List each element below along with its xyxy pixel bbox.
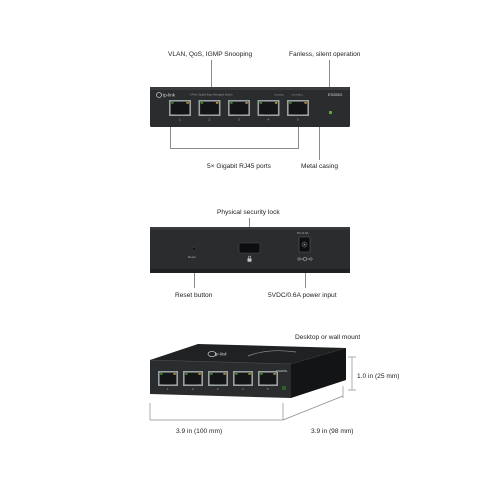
polarity-icon — [297, 256, 313, 262]
iso-led-green-3 — [210, 373, 213, 375]
reset-text: Reset — [188, 255, 196, 259]
casing-callout: Metal casing — [301, 163, 339, 170]
front-switch-image: tp-link 5-Port Gigabit Easy Managed Swit… — [150, 87, 350, 127]
front-port-number-1: 1 — [179, 118, 181, 122]
iso-port-number-3: 3 — [217, 387, 219, 391]
iso-port-4: 4 — [233, 371, 253, 391]
lock-icon — [247, 255, 252, 262]
front-port-3: 3 — [228, 100, 250, 122]
height-dimension: 1.0 in (25 mm) — [357, 373, 400, 380]
iso-port-3: 3 — [208, 371, 228, 391]
tp-link-logo: tp-link — [156, 92, 176, 98]
callout-line-power — [305, 262, 306, 288]
iso-led-green-2 — [185, 373, 188, 375]
security-lock-slot — [238, 242, 261, 254]
iso-port-number-5: 5 — [267, 387, 269, 391]
front-port-2: 2 — [198, 100, 221, 122]
callout-line-vlan — [211, 60, 212, 88]
front-led-green-4 — [259, 102, 263, 104]
iso-led-amber-4 — [248, 373, 251, 375]
iso-swoosh — [247, 350, 297, 357]
reset-hole — [192, 247, 197, 252]
callout-line-ports-right — [298, 121, 299, 148]
front-led-green-5 — [289, 102, 292, 104]
iso-side-face — [291, 348, 346, 398]
power-led — [329, 111, 332, 114]
front-port-4: 4 — [257, 100, 280, 122]
front-led-green-2 — [200, 102, 204, 104]
front-panel-text: 5-Port Gigabit Easy Managed Switch — [190, 93, 233, 97]
iso-port-number-2: 2 — [192, 387, 194, 391]
iso-port-number-4: 4 — [242, 387, 244, 391]
lock-callout: Physical security lock — [217, 209, 280, 216]
iso-led-amber-5 — [273, 373, 276, 375]
power-rating-text: 5V⎓0.6A — [297, 231, 309, 235]
front-led-amber-1 — [186, 102, 189, 104]
reset-callout: Reset button — [175, 292, 213, 299]
front-led-amber-4 — [274, 102, 278, 104]
mount-callout: Desktop or wall mount — [295, 334, 361, 341]
power-callout: 5VDC/0.6A power input — [268, 292, 337, 299]
front-port-5: 5 — [287, 100, 309, 122]
front-port-number-5: 5 — [297, 118, 299, 122]
iso-tp-link-logo: tp-link — [207, 351, 228, 357]
depth-dimension: 3.9 in (98 mm) — [311, 428, 354, 435]
iso-top-face — [150, 344, 346, 364]
iso-led-amber-1 — [173, 373, 176, 375]
front-led-green-1 — [171, 102, 174, 104]
iso-port-number-1: 1 — [167, 387, 169, 391]
ports-callout: 5× Gigabit RJ45 ports — [207, 163, 271, 170]
front-port-number-3: 3 — [238, 118, 240, 122]
iso-led-green-1 — [160, 373, 163, 375]
front-port-1: 1 — [169, 100, 191, 122]
iso-switch-image: tp-link ES205G 1 2 3 4 5 — [149, 344, 346, 398]
iso-led-amber-2 — [198, 373, 201, 375]
iso-led-green-4 — [235, 373, 238, 375]
front-led-amber-2 — [215, 102, 219, 104]
callout-line-ports-left — [170, 121, 171, 148]
iso-power-led — [282, 386, 286, 390]
vlan-qos-callout: VLAN, QoS, IGMP Snooping — [168, 51, 253, 58]
led-label-10-100: 10/100Mbps — [291, 95, 304, 97]
rear-switch-image: Reset 5V⎓0.6A — [150, 227, 350, 273]
front-led-amber-3 — [245, 102, 248, 104]
front-led-amber-5 — [304, 102, 307, 104]
front-port-number-2: 2 — [209, 118, 211, 122]
led-label-1000: 1000Mbps — [274, 95, 285, 97]
iso-led-amber-3 — [223, 373, 226, 375]
front-model-label: ES205G — [328, 93, 342, 97]
fanless-callout: Fanless, silent operation — [289, 51, 361, 58]
width-dimension: 3.9 in (100 mm) — [176, 428, 223, 435]
callout-line-ports-bottom — [170, 148, 299, 149]
front-led-green-3 — [230, 102, 233, 104]
svg-text:tp-link: tp-link — [163, 93, 176, 98]
iso-model-label: ES205G — [276, 369, 288, 373]
iso-led-green-5 — [260, 373, 263, 375]
svg-text:tp-link: tp-link — [214, 352, 228, 357]
callout-line-casing-v — [319, 117, 320, 160]
iso-port-5: 5 — [258, 371, 278, 391]
iso-port-1: 1 — [158, 371, 178, 391]
front-port-number-4: 4 — [268, 118, 270, 122]
iso-port-2: 2 — [183, 371, 203, 391]
callout-line-reset — [194, 258, 195, 288]
